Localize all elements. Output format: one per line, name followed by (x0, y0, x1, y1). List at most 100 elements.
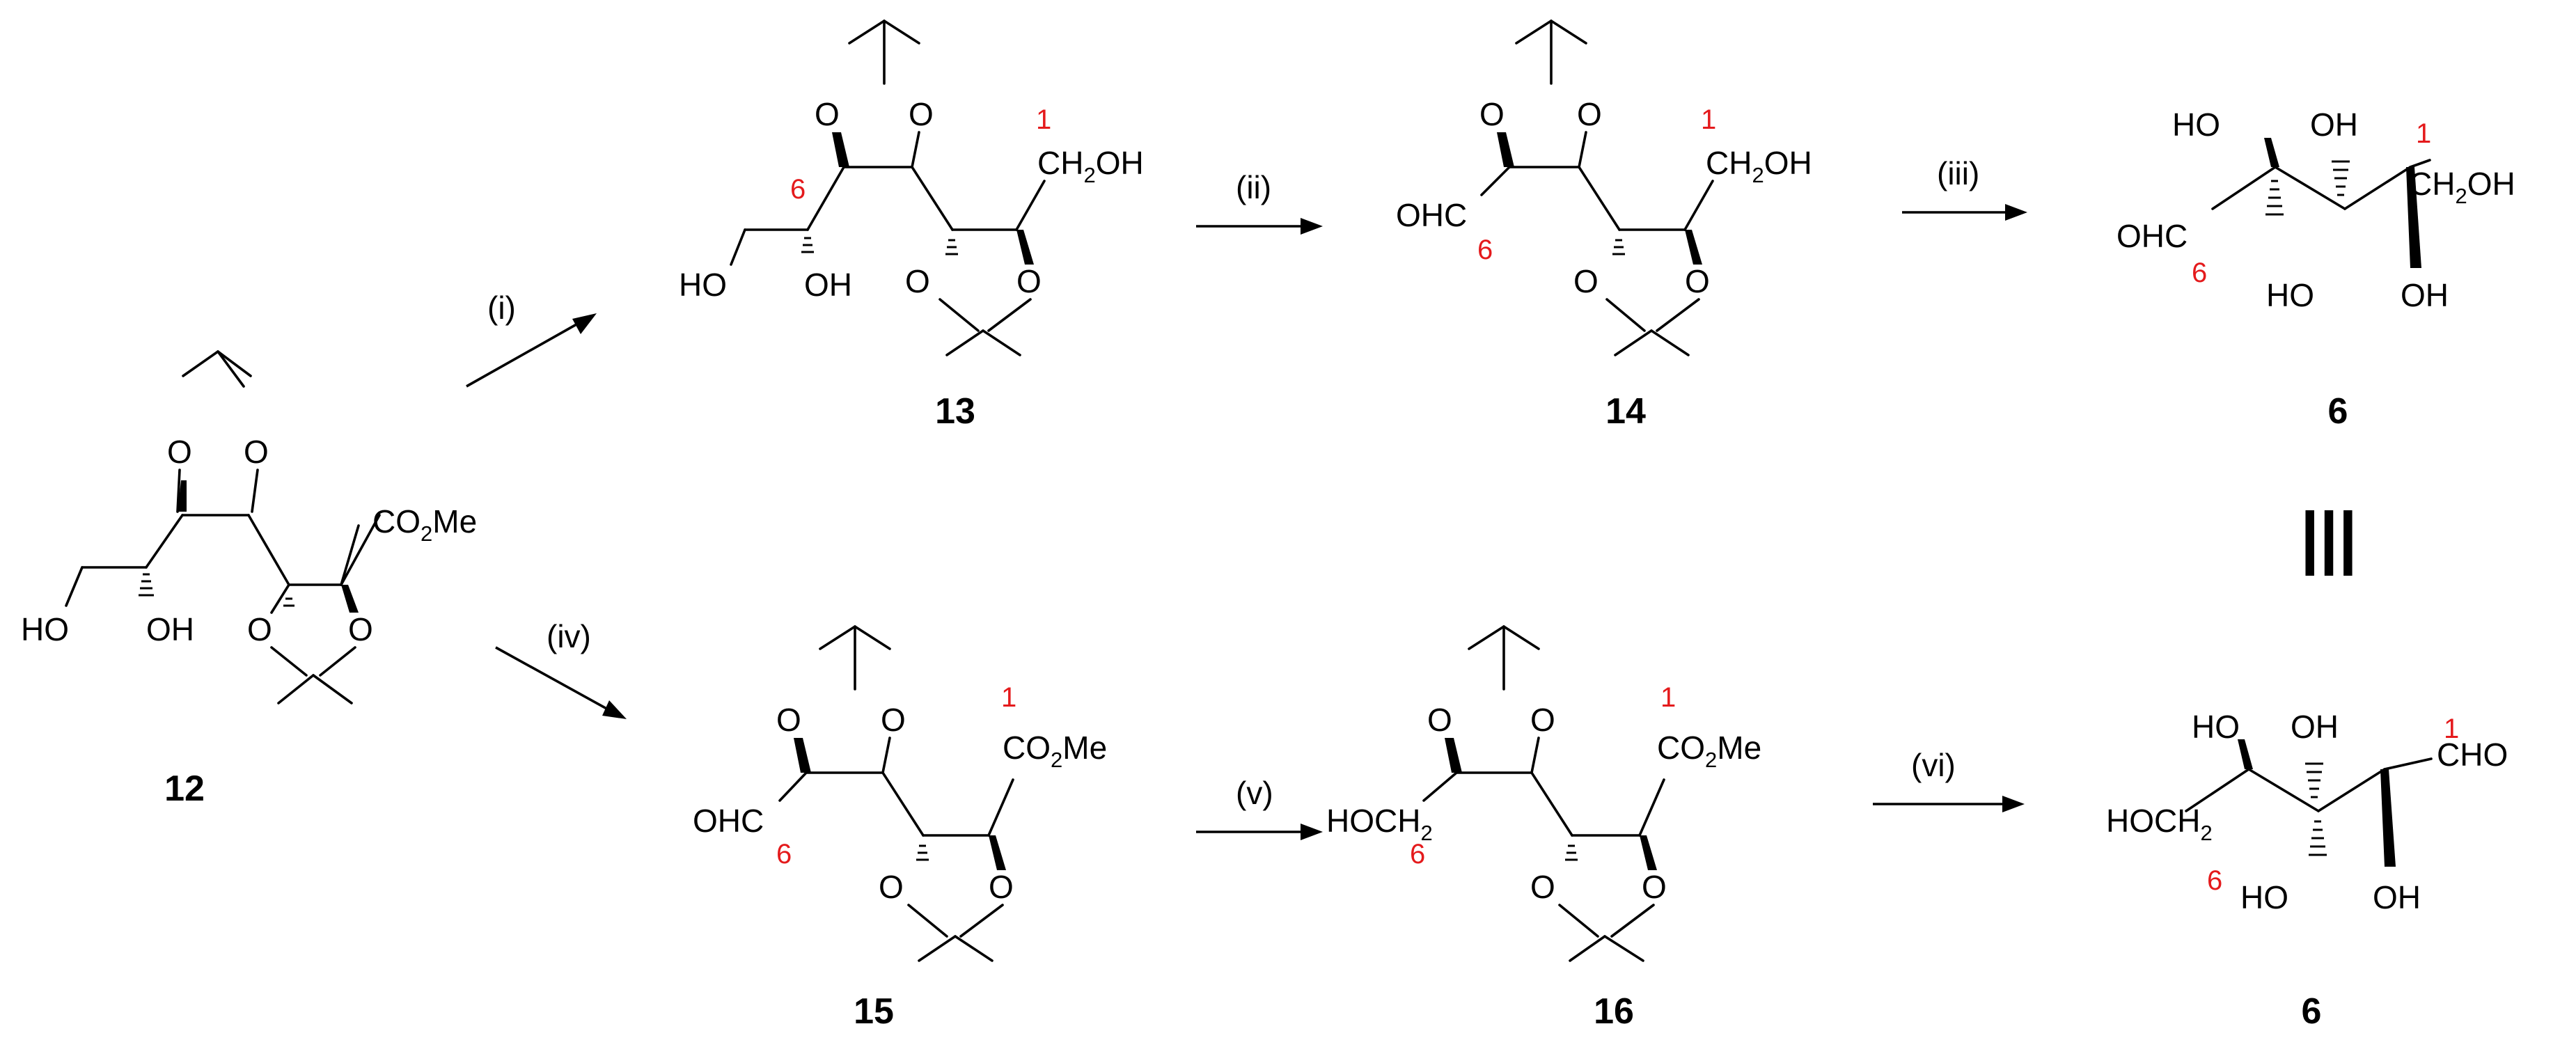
o-ring-top-right: O (1577, 96, 1602, 132)
hash-bond-12-ring (283, 597, 294, 607)
compound-6-bottom: HO OH CHO HOCH2 HO OH 1 6 6 (2106, 709, 2508, 1032)
hash-bond-13-ring (945, 239, 958, 255)
o-ring-bottom-right: O (989, 869, 1014, 905)
compound-15: O O CO2Me OHC O O 1 6 15 (693, 625, 1107, 1032)
hydroxyl-top-a: HO (2172, 107, 2220, 143)
hash-bond-6-top-b (2265, 180, 2284, 216)
o-ring-bottom-left: O (1573, 263, 1599, 299)
bonds-12 (65, 350, 381, 704)
o-ring-top-left: O (167, 434, 192, 470)
carbon-6-number: 6 (2207, 865, 2222, 896)
compound-label: 16 (1594, 991, 1634, 1032)
compound-label: 15 (854, 991, 894, 1032)
carbon-1-number: 1 (1036, 104, 1051, 135)
bonds-13 (730, 19, 1046, 356)
step-label: (vi) (1911, 747, 1956, 783)
hash-bond-14-ring (1612, 239, 1625, 255)
hydroxyl-bottom-b: OH (2401, 277, 2449, 313)
reaction-arrow-iv: (iv) (495, 618, 627, 719)
o-ring-bottom-left: O (905, 263, 930, 299)
hash-bond-6-bottom-b (2309, 820, 2327, 856)
compound-16: O O CO2Me HOCH2 O O 1 6 16 (1326, 625, 1761, 1032)
carbon-1-number: 1 (2444, 714, 2459, 744)
ester-group: CO2Me (1003, 730, 1107, 772)
compound-12: O O CO2Me HO OH O O 12 (21, 350, 477, 809)
compound-6-top: HO OH CH2OH OHC HO OH 1 6 6 (2116, 107, 2515, 432)
o-ring-top-left: O (1479, 96, 1505, 132)
compound-label: 6 (2302, 991, 2322, 1032)
hash-bond-16-ring (1565, 844, 1578, 861)
ch2oh-group: CH2OH (1037, 145, 1144, 187)
ch2oh-group: CH2OH (2409, 166, 2515, 208)
carbon-6-number: 6 (2192, 258, 2207, 288)
reaction-arrow-i: (i) (466, 290, 597, 388)
o-ring-bottom-right: O (1016, 263, 1042, 299)
ester-group: CO2Me (1657, 730, 1761, 772)
hash-bond-6-top-a (2332, 160, 2350, 196)
hydroxyl-top-b: OH (2310, 107, 2358, 143)
carbon-1-number: 1 (1701, 104, 1716, 135)
step-label: (iv) (547, 618, 591, 654)
hash-bond-6-bottom-a (2305, 762, 2323, 798)
o-ring-bottom-left: O (879, 869, 904, 905)
bonds-14 (1480, 19, 1714, 356)
reaction-arrow-v: (v) (1196, 775, 1323, 840)
bonds-15 (778, 625, 1014, 962)
compound-label: 14 (1605, 391, 1646, 432)
o-ring-top-right: O (881, 702, 906, 738)
step-label: (ii) (1236, 169, 1271, 205)
compound-label: 13 (935, 391, 975, 432)
aldehyde-group: OHC (2116, 218, 2188, 254)
carbon-1-number: 1 (1001, 682, 1016, 713)
o-ring-top-right: O (1530, 702, 1555, 738)
o-ring-bottom-left: O (247, 611, 272, 647)
aldehyde-group: OHC (1396, 197, 1467, 233)
o-ring-top-right: O (909, 96, 934, 132)
o-ring-top-right: O (244, 434, 269, 470)
bonds-16 (1422, 625, 1665, 962)
hydroxyl-top-b: OH (2291, 709, 2339, 745)
reaction-arrow-iii: (iii) (1902, 155, 2027, 221)
carbon-6-number: 6 (1410, 839, 1425, 869)
hydroxyl-primary: HO (21, 611, 69, 647)
hash-bond-13-oh (801, 237, 814, 253)
step-label: (v) (1236, 775, 1273, 811)
hash-bond-15-ring (916, 844, 929, 861)
bonds-6-bottom (2185, 739, 2433, 867)
hoch2-group: HOCH2 (2106, 803, 2213, 845)
step-label: (iii) (1937, 155, 1979, 191)
o-ring-top-left: O (776, 702, 801, 738)
step-label: (i) (487, 290, 516, 326)
identity-symbol: ≡ (2271, 499, 2392, 587)
carbon-1-number: 1 (2416, 118, 2431, 149)
ch2oh-group: CH2OH (1706, 145, 1812, 187)
hydroxyl-top-a: HO (2192, 709, 2240, 745)
carbon-6-number: 6 (790, 174, 806, 205)
o-ring-top-left: O (1427, 702, 1452, 738)
compound-13: O O CH2OH HO OH O O 1 6 13 (679, 19, 1144, 432)
compound-14: O O CH2OH OHC O O 1 6 14 (1396, 19, 1812, 432)
o-ring-bottom-right: O (1642, 869, 1667, 905)
aldehyde-group: OHC (693, 803, 764, 839)
hydroxyl-bottom-a: HO (2240, 879, 2288, 915)
carbon-6-number: 6 (1477, 235, 1493, 265)
aldehyde-group: CHO (2437, 737, 2508, 773)
o-ring-top-left: O (815, 96, 840, 132)
hydroxyl-secondary: OH (146, 611, 194, 647)
compound-label: 12 (164, 769, 205, 809)
reaction-arrow-ii: (ii) (1196, 169, 1323, 235)
carbon-1-number: 1 (1660, 682, 1676, 713)
hydroxyl-primary: HO (679, 267, 727, 303)
hydroxyl-bottom-a: HO (2266, 277, 2314, 313)
hydroxyl-bottom-b: OH (2373, 879, 2421, 915)
reaction-arrow-vi: (vi) (1873, 747, 2025, 812)
hydroxyl-secondary: OH (804, 267, 852, 303)
hash-bond-12-oh (139, 573, 154, 597)
o-ring-bottom-right: O (348, 611, 373, 647)
compound-label: 6 (2328, 391, 2348, 432)
bonds-6-top (2211, 138, 2431, 268)
hoch2-group: HOCH2 (1326, 803, 1433, 845)
ester-group: CO2Me (372, 503, 477, 546)
o-ring-bottom-left: O (1530, 869, 1555, 905)
